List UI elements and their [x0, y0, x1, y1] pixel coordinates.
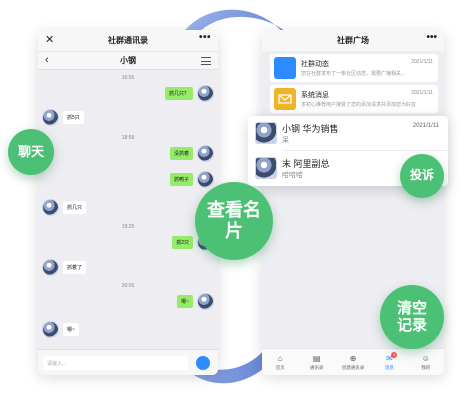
- avatar[interactable]: [42, 321, 59, 338]
- message-bubble[interactable]: 嗯~: [177, 295, 193, 308]
- home-icon: ⌂: [277, 353, 283, 363]
- clear-record-feature-badge: 清空记录: [380, 285, 444, 349]
- tab-label: 通讯录: [309, 364, 324, 370]
- contact-row[interactable]: 末 阿里副总 哈哈哈: [248, 151, 448, 185]
- message-bubble[interactable]: 嗯~: [63, 323, 79, 336]
- contact-row[interactable]: 小钢 华为销售 呆 2021/1/11: [248, 116, 448, 150]
- notice-item-community[interactable]: 社群动态 您在社群发布了一条社区动态，需要广播相关... 2021/1/11: [270, 54, 438, 82]
- mail-icon: [274, 88, 296, 110]
- view-card-feature-badge: 查看名片: [195, 182, 273, 260]
- title-bar: 社群广场 •••: [262, 30, 444, 51]
- message-input[interactable]: 请输入...: [43, 356, 188, 370]
- plus-circle-icon: ⊕: [349, 353, 357, 363]
- chat-input-bar: 请输入...: [38, 349, 218, 375]
- community-icon: [274, 57, 296, 79]
- chat-message: 没抓着: [169, 145, 214, 162]
- chat-message: 嗯~: [177, 293, 214, 310]
- contact-message: 呆: [282, 137, 289, 144]
- user-icon: ☺: [421, 353, 430, 363]
- chat-message: 抓几只: [42, 199, 87, 216]
- avatar[interactable]: [197, 145, 214, 162]
- avatar[interactable]: [42, 199, 59, 216]
- notice-title: 社群动态: [301, 61, 329, 68]
- chat-nav-bar: ‹ 小钢: [38, 51, 218, 70]
- tab-profile[interactable]: ☺ 我的: [408, 349, 444, 375]
- tab-messages[interactable]: ✉ 消息 3: [371, 349, 407, 375]
- chat-message: 抓着了: [42, 259, 87, 276]
- community-square-phone: 社群广场 ••• 社群动态 您在社群发布了一条社区动态，需要广播相关... 20…: [262, 30, 444, 375]
- menu-icon[interactable]: [201, 57, 211, 65]
- chat-contact-name: 小钢: [120, 56, 136, 65]
- avatar[interactable]: [255, 157, 277, 179]
- tab-label: 创建通讯录: [341, 364, 365, 370]
- message-bubble[interactable]: 抓几只: [63, 201, 87, 214]
- contact-message: 哈哈哈: [282, 172, 303, 179]
- message-bubble[interactable]: 没抓着: [169, 147, 193, 160]
- chat-timestamp: 19:25: [121, 224, 135, 230]
- message-bubble[interactable]: 抓几只？: [164, 87, 193, 100]
- chat-feature-badge: 聊天: [8, 129, 54, 175]
- more-icon[interactable]: •••: [426, 32, 437, 43]
- chat-message: 嗯~: [42, 321, 79, 338]
- message-bubble[interactable]: 抓鸭子: [169, 173, 193, 186]
- tab-label: 消息: [384, 364, 394, 370]
- page-title: 社群通讯录: [108, 36, 148, 45]
- avatar[interactable]: [42, 109, 59, 126]
- avatar[interactable]: [197, 171, 214, 188]
- contact-name: 末 阿里副总: [282, 159, 330, 169]
- message-icon: ✉: [386, 353, 393, 363]
- avatar[interactable]: [197, 293, 214, 310]
- notice-date: 2021/1/11: [411, 59, 433, 65]
- notice-date: 2021/1/11: [411, 90, 433, 96]
- chat-message: 抓5只: [42, 109, 84, 126]
- send-icon[interactable]: [196, 356, 210, 370]
- message-bubble[interactable]: 抓2只: [172, 236, 193, 249]
- page-title: 社群广场: [337, 36, 369, 45]
- notice-item-system[interactable]: 系统消息 本初心推荐用户接受了您的添加请求并添加您为好友 2021/1/11: [270, 85, 438, 113]
- more-icon[interactable]: •••: [198, 32, 211, 43]
- contact-date: 2021/1/11: [412, 123, 439, 129]
- chat-record-phone: ✕ 社群通讯录 ••• ‹ 小钢 16:55 抓几只？ 抓5只 18:59 没抓…: [38, 30, 218, 375]
- chat-timestamp: 20:05: [121, 283, 135, 289]
- chat-message: 抓几只？: [164, 85, 214, 102]
- tab-home[interactable]: ⌂ 首页: [262, 349, 298, 375]
- tab-label: 我的: [421, 364, 431, 370]
- tab-label: 首页: [275, 364, 285, 370]
- back-icon[interactable]: ‹: [45, 54, 49, 66]
- bottom-tab-bar: ⌂ 首页 ▤ 通讯录 ⊕ 创建通讯录 ✉ 消息 3 ☺ 我的: [262, 348, 444, 375]
- divider: [282, 150, 448, 151]
- unread-badge: 3: [391, 352, 398, 358]
- chat-message: 抓鸭子: [169, 171, 214, 188]
- message-bubble[interactable]: 抓着了: [63, 261, 87, 274]
- contacts-icon: ▤: [312, 353, 321, 363]
- contact-name: 小钢 华为销售: [282, 124, 339, 134]
- avatar[interactable]: [42, 259, 59, 276]
- tab-create[interactable]: ⊕ 创建通讯录: [335, 349, 371, 375]
- title-bar: ✕ 社群通讯录 •••: [38, 30, 218, 51]
- avatar[interactable]: [197, 85, 214, 102]
- close-icon[interactable]: ✕: [45, 34, 55, 46]
- avatar[interactable]: [255, 122, 277, 144]
- chat-timestamp: 18:59: [121, 135, 135, 141]
- notice-title: 系统消息: [301, 92, 329, 99]
- notice-desc: 本初心推荐用户接受了您的添加请求并添加您为好友: [301, 102, 417, 108]
- message-bubble[interactable]: 抓5只: [63, 111, 84, 124]
- report-feature-badge: 投诉: [400, 154, 444, 198]
- chat-timestamp: 16:55: [121, 75, 135, 81]
- notice-desc: 您在社群发布了一条社区动态，需要广播相关...: [301, 71, 406, 77]
- tab-contacts[interactable]: ▤ 通讯录: [298, 349, 334, 375]
- chat-area[interactable]: 16:55 抓几只？ 抓5只 18:59 没抓着 抓鸭子 抓几只 19:25 抓…: [38, 71, 218, 349]
